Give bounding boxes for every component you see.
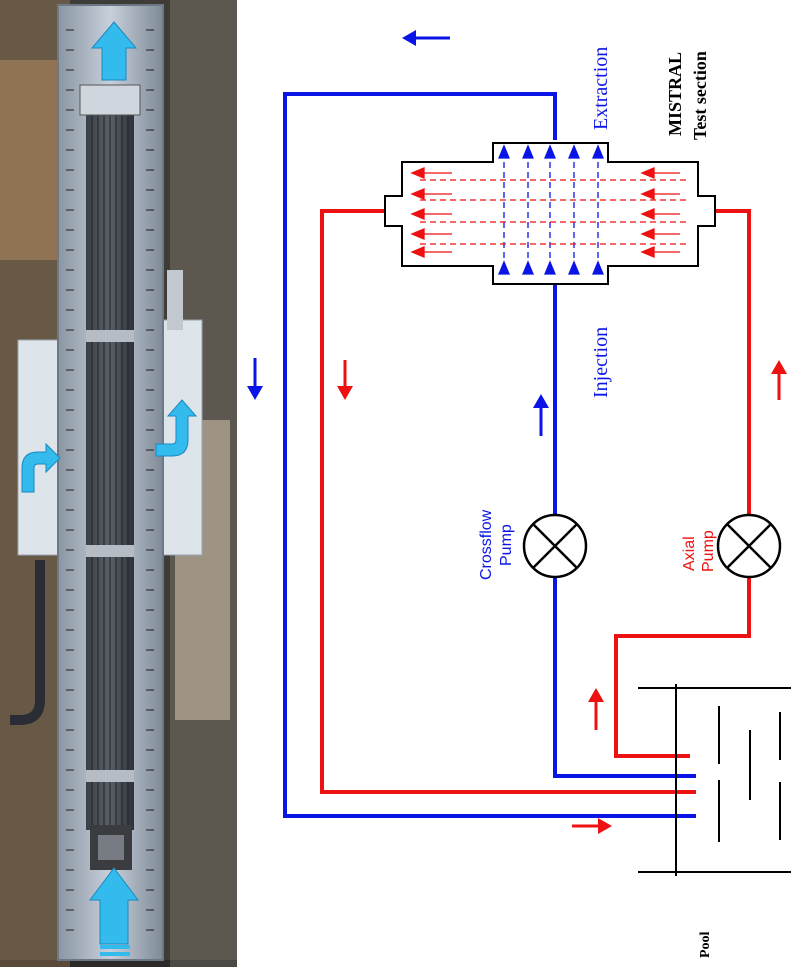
flow-arrow-icon	[588, 688, 604, 730]
test-section-photo	[0, 0, 237, 967]
crossflow-arrow-head	[593, 146, 603, 158]
axial-supply-pipe	[616, 211, 749, 756]
axial-arrow-head	[642, 229, 654, 239]
axial-arrow-head	[642, 189, 654, 199]
axial-arrow-head	[412, 168, 424, 178]
mistral-title: MISTRAL	[665, 52, 686, 136]
axial-return-pipe	[322, 211, 696, 792]
axial-arrow-head	[642, 247, 654, 257]
axial-arrow-head	[412, 229, 424, 239]
pool-tank	[638, 684, 791, 876]
crossflow-arrow-head	[593, 262, 603, 274]
pool-label: Pool	[698, 932, 714, 958]
flow-arrow-icon	[402, 30, 450, 46]
crossflow-arrow-head	[545, 262, 555, 274]
crossflow-return-pipe	[285, 94, 696, 816]
axial-pump-label-2: Pump	[700, 530, 718, 572]
crossflow-arrow-head	[523, 146, 533, 158]
axial-arrow-head	[412, 247, 424, 257]
crossflow-arrow-head	[569, 262, 579, 274]
crossflow-pump-label: Crossflow	[478, 510, 496, 580]
crossflow-arrow-head	[499, 262, 509, 274]
flow-arrow-icon	[337, 360, 353, 400]
crossflow-arrow-head	[545, 146, 555, 158]
axial-arrow-head	[412, 189, 424, 199]
test-section-title: Test section	[690, 51, 711, 140]
crossflow-arrow-head	[499, 146, 509, 158]
crossflow-inlet-arrows	[499, 146, 603, 274]
axial-pump-label: Axial	[681, 536, 699, 571]
flow-arrow-icon	[572, 818, 612, 834]
extraction-label: Extraction	[590, 47, 613, 130]
crossflow-internal-lines	[504, 152, 598, 274]
flow-arrow-icon	[771, 360, 787, 400]
crossflow-arrow-head	[569, 146, 579, 158]
pump-icon	[524, 515, 586, 577]
axial-arrow-head	[642, 209, 654, 219]
axial-arrow-head	[412, 209, 424, 219]
axial-arrow-head	[642, 168, 654, 178]
flow-arrow-icon	[533, 394, 549, 436]
pump-icon	[718, 515, 780, 577]
flow-arrow-icon	[247, 358, 263, 400]
crossflow-arrow-head	[523, 262, 533, 274]
crossflow-pump-label-2: Pump	[498, 524, 516, 566]
injection-label: Injection	[590, 327, 613, 398]
